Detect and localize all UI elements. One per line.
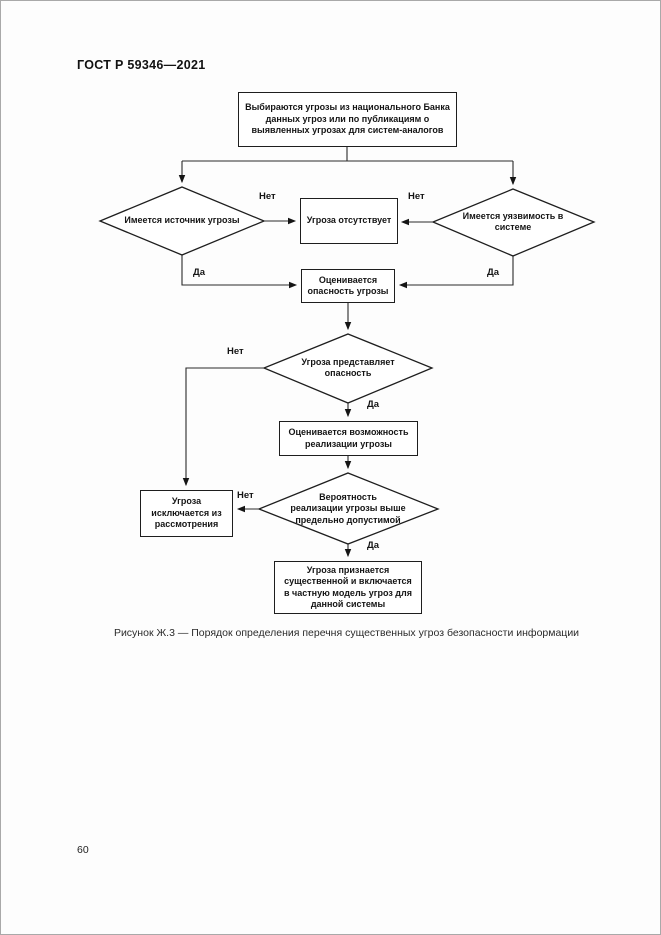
edge-label-yes-probability: Да [367,540,380,551]
flow-node-source-check: Имеется источник угрозы [124,215,240,226]
page-header: ГОСТ Р 59346—2021 [77,58,206,72]
edge-label-yes-source: Да [193,267,206,278]
edge-label-yes-vulnerability: Да [487,267,500,278]
decision-source-diamond [98,186,266,256]
flow-node-vulnerability-check: Имеется уязвимость в системе [462,210,564,233]
page-number: 60 [77,844,89,856]
figure-caption: Рисунок Ж.3 — Порядок определения перечн… [113,627,580,639]
edge-label-no-probability: Нет [237,490,254,501]
flow-node-assess-danger: Оценивается опасность угрозы [301,269,395,303]
connector-source-yes [181,255,298,289]
flow-node-accepted: Угроза признается существенной и включае… [274,561,422,614]
connector-start-split [182,147,513,162]
edge-label-yes-danger: Да [367,399,380,410]
edge-label-no-danger: Нет [227,346,244,357]
decision-probability-diamond [257,472,440,545]
flow-node-probability-check: Вероятность реализации угрозы выше преде… [290,491,406,525]
connector-danger-no [182,367,264,487]
decision-danger-diamond [262,333,434,404]
flow-node-no-threat: Угроза отсутствует [300,198,398,244]
connector-vulnerability-yes [398,256,514,289]
flow-node-assess-feasibility: Оценивается возможность реализации угроз… [279,421,418,456]
flow-node-danger-check: Угроза представляет опасность [301,356,395,379]
edge-label-no-source: Нет [259,191,276,202]
edge-label-no-vulnerability: Нет [408,191,425,202]
decision-vulnerability-diamond [431,188,596,257]
flow-node-excluded: Угроза исключается из рассмотрения [140,490,233,537]
flow-node-start: Выбираются угрозы из национального Банка… [238,92,457,147]
